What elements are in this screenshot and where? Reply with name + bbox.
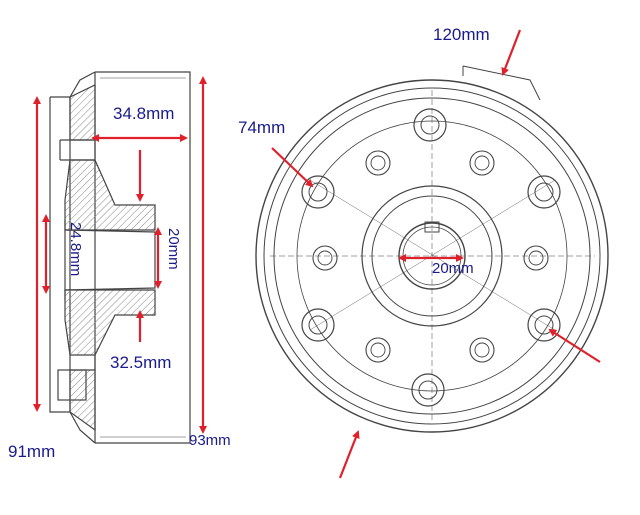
large-bolt-holes: [301, 108, 561, 407]
hatched-section-top: [69, 84, 96, 141]
label-24-8mm: 24.8mm: [67, 222, 84, 277]
label-120mm: 120mm: [433, 25, 490, 44]
hatched-section-hub-top: [64, 159, 156, 231]
front-dimension-arrows: [271, 29, 601, 479]
arrow-120mm: [501, 29, 522, 76]
arrow-lower-right: [548, 328, 601, 363]
hatched-section-hub-bottom: [64, 289, 156, 356]
label-20mm-inner: 20mm: [165, 228, 182, 270]
side-dimension-arrows: [33, 76, 207, 434]
arrow-bottom-rim: [338, 430, 360, 479]
label-34-8mm: 34.8mm: [113, 104, 175, 123]
small-bolt-holes: [312, 150, 549, 363]
label-93mm: 93mm: [189, 432, 231, 449]
front-view: [255, 65, 609, 433]
side-section-view: [49, 71, 191, 444]
label-shaft-20mm: 20mm: [432, 260, 474, 277]
rim-inner: [263, 87, 601, 425]
label-91mm: 91mm: [8, 442, 56, 461]
arrow-74mm: [271, 147, 314, 188]
outer-rim: [255, 79, 609, 433]
label-74mm: 74mm: [238, 118, 286, 137]
label-32-5mm: 32.5mm: [110, 353, 172, 372]
drum-outline: [95, 71, 191, 444]
keyway: [424, 221, 440, 233]
rim-tab: [462, 65, 541, 101]
